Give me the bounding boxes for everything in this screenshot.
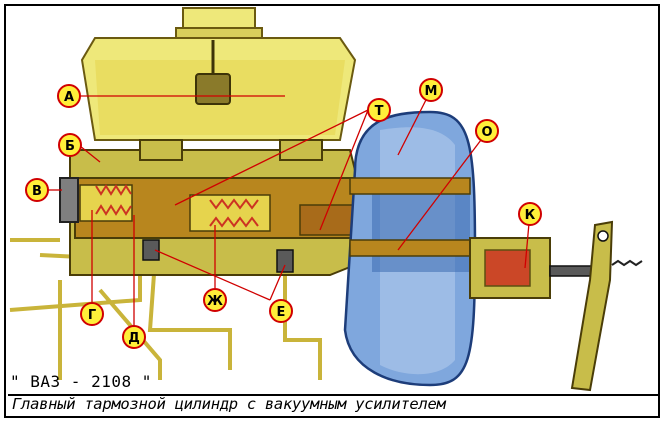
callout-v: В <box>25 178 49 202</box>
piston-springs <box>95 184 259 228</box>
callout-t: Т <box>367 98 391 122</box>
filler-neck <box>175 7 263 39</box>
callout-b: Б <box>58 133 82 157</box>
callout-e: Е <box>269 299 293 323</box>
valve-body <box>469 237 611 299</box>
callout-zh: Ж <box>203 288 227 312</box>
model-label: " ВАЗ - 2108 " <box>10 372 152 391</box>
outlet-fittings <box>142 239 294 273</box>
callout-leaders <box>48 91 531 326</box>
callout-o: О <box>475 119 499 143</box>
fluid-reservoir <box>80 37 357 141</box>
svg-text:О: О <box>481 125 492 140</box>
svg-text:Т: Т <box>375 104 384 119</box>
svg-text:А: А <box>64 90 74 105</box>
callout-g: Г <box>80 302 104 326</box>
brake-pedal <box>570 220 643 392</box>
caption-bar <box>8 394 658 414</box>
svg-text:Г: Г <box>88 308 96 323</box>
svg-text:Е: Е <box>277 305 286 320</box>
callout-k: К <box>518 202 542 226</box>
svg-text:В: В <box>32 184 42 199</box>
callout-d: Д <box>122 325 146 349</box>
diagram-caption: Главный тармозной цилиндр с вакуумным ус… <box>12 395 446 413</box>
callout-a: А <box>57 84 81 108</box>
svg-text:Д: Д <box>128 331 140 346</box>
svg-text:К: К <box>525 208 536 223</box>
svg-text:М: М <box>425 84 438 99</box>
svg-text:Ж: Ж <box>207 294 223 309</box>
diagram-frame <box>4 4 660 418</box>
callout-m: М <box>419 78 443 102</box>
svg-text:Б: Б <box>65 139 75 154</box>
